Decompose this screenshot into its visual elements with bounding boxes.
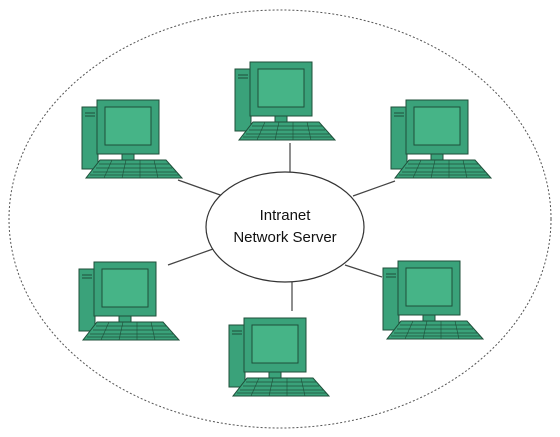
network-boundary [8,9,552,429]
computer-top [234,61,336,141]
server-label-line1: Intranet [260,207,312,224]
link-bottom-left [167,248,214,266]
computer-bottom [228,317,330,397]
link-top-left [177,179,224,197]
link-top-right [352,180,396,197]
desktop-computer-icon [382,260,484,340]
desktop-computer-icon [390,99,492,179]
desktop-computer-icon [234,61,336,141]
computer-bottom-right [382,260,484,340]
connections [167,143,396,311]
computer-bottom-left [78,261,180,341]
network-server: Intranet Network Server [205,171,365,283]
desktop-computer-icon [78,261,180,341]
computer-top-left [81,99,183,179]
desktop-computer-icon [81,99,183,179]
server-label-line2: Network Server [233,229,336,246]
link-bottom-right [344,264,383,278]
computer-top-right [390,99,492,179]
server-ellipse [205,171,365,283]
desktop-computer-icon [228,317,330,397]
